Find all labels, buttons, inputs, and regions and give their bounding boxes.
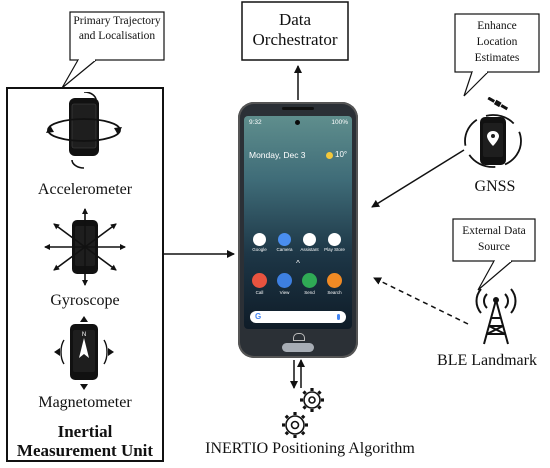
home-button[interactable] xyxy=(282,343,314,352)
ble-callout-text: External Data Source xyxy=(462,225,526,253)
smartphone: 9:32 100% Monday, Dec 3 10° Google Camer… xyxy=(238,102,358,358)
arrow-gnss-to-phone xyxy=(371,149,465,208)
weather-temp: 10° xyxy=(335,150,348,159)
app-label: View xyxy=(279,290,290,295)
gnss-label: GNSS xyxy=(474,178,516,195)
arrow-ble-to-phone xyxy=(373,277,469,325)
imu-title: Inertial Measurement Unit xyxy=(10,422,160,460)
search-app-icon[interactable] xyxy=(327,273,342,288)
imu-callout-text: Primary Trajectory and Localisation xyxy=(73,15,161,42)
imu-callout-box xyxy=(69,11,165,61)
status-camera-dot xyxy=(295,120,300,125)
orchestrator-box xyxy=(241,1,349,61)
imu-title-line2: Measurement Unit xyxy=(16,441,154,460)
chevron-up-icon[interactable]: ^ xyxy=(296,259,300,268)
gears-icon xyxy=(282,388,324,438)
gyroscope-icon xyxy=(44,208,126,286)
app-label: Search xyxy=(327,290,342,295)
status-battery: 100% xyxy=(331,119,348,126)
app-label: Google xyxy=(252,247,267,252)
ble-callout-box xyxy=(452,218,536,262)
imu-box xyxy=(6,87,164,462)
date-widget: Monday, Dec 3 xyxy=(249,150,306,160)
assistant-app-icon[interactable] xyxy=(303,233,316,246)
google-logo: G xyxy=(255,312,262,321)
view-app-icon[interactable] xyxy=(277,273,292,288)
play-store-app-icon[interactable] xyxy=(328,233,341,246)
gnss-callout-text: Enhance Location Estimates xyxy=(474,20,520,64)
app-label: Send xyxy=(304,290,315,295)
app-row-2: Call View Send Search xyxy=(250,273,348,303)
app-label: Play Store xyxy=(324,247,345,252)
gyroscope-label: Gyroscope xyxy=(50,292,120,309)
google-search-bar[interactable]: G xyxy=(250,311,346,323)
call-app-icon[interactable] xyxy=(252,273,267,288)
magnetometer-icon: N xyxy=(54,316,114,390)
imu-title-line1: Inertial xyxy=(57,422,113,441)
mic-icon[interactable] xyxy=(337,314,340,320)
ble-label: BLE Landmark xyxy=(437,352,537,369)
accelerometer-label: Accelerometer xyxy=(37,181,133,198)
svg-text:N: N xyxy=(82,332,86,338)
status-time: 9:32 xyxy=(249,119,262,126)
send-app-icon[interactable] xyxy=(302,273,317,288)
orchestrator-label: Data Orchestrator xyxy=(242,10,348,50)
gnss-icon xyxy=(464,97,522,168)
camera-app-icon[interactable] xyxy=(278,233,291,246)
app-label: Assistant xyxy=(300,247,319,252)
phone-nav-icon[interactable] xyxy=(293,333,305,341)
ble-tower-icon xyxy=(475,288,517,345)
app-label: Camera xyxy=(276,247,293,252)
accelerometer-icon xyxy=(46,92,122,169)
phone-speaker xyxy=(282,107,314,110)
orchestrator-line2: Orchestrator xyxy=(252,30,338,49)
app-row-1: Google Camera Assistant Play Store xyxy=(250,233,348,267)
google-app-icon[interactable] xyxy=(253,233,266,246)
magnetometer-label: Magnetometer xyxy=(38,394,132,411)
phone-screen: 9:32 100% Monday, Dec 3 10° Google Camer… xyxy=(244,116,352,329)
sun-icon xyxy=(326,152,333,159)
app-label: Call xyxy=(255,290,264,295)
orchestrator-line1: Data xyxy=(278,10,312,29)
algorithm-label: INERTIO Positioning Algorithm xyxy=(205,440,415,457)
gnss-callout-box xyxy=(454,13,540,73)
